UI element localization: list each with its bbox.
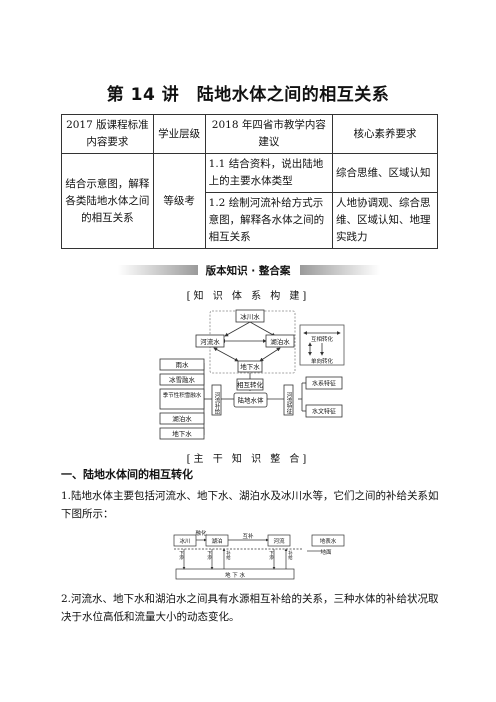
suggestion-cell: 1.2 绘制河流补给方式示意图，解释各水体之间的相互关系 (204, 192, 334, 249)
page-title: 第 14 讲 陆地水体之间的相互关系 (106, 85, 390, 105)
main-knowledge-heading: [主 干 知 识 整 合] (186, 454, 310, 465)
table-row: 结合示意图，解释各类陆地水体之间的相互关系 等级考 1.1 结合资料，说出陆地上… (61, 153, 438, 249)
section-banner: 版本知识 · 整合案 (205, 265, 291, 277)
left-item: 雨水 (176, 360, 190, 369)
literacy-cell: 综合思维、区域认知 (332, 153, 438, 193)
groundwater-node: 地下水 (240, 362, 260, 371)
banner-decoration (118, 265, 380, 275)
left-item: 湖泊水 (172, 414, 192, 423)
content-requirement-cell: 结合示意图，解释各类陆地水体之间的相互关系 (61, 153, 154, 249)
seep-label: 下渗 (269, 550, 274, 561)
mutual-label: 相互转化 (237, 380, 264, 389)
supply-diagram: 冰川 融化 湖泊 互补 河流 地表水 地面 地 下 水 下渗 下渗 补给 下渗 … (173, 529, 345, 580)
river-supply-label: 河流补给 (214, 391, 221, 416)
river-features-label: 河流特征 (286, 391, 293, 416)
supply-label: 补给 (288, 549, 293, 561)
river-node: 河流水 (200, 337, 220, 346)
header-cell: 学业层级 (152, 114, 206, 154)
seep-label: 下渗 (179, 550, 184, 561)
legend-one-way: 单向转化 (311, 357, 334, 365)
left-item: 地下水 (172, 429, 192, 438)
surface-water-box: 地表水 (320, 537, 337, 545)
underground-box: 地 下 水 (225, 571, 245, 579)
mutual-supply-label: 互补 (242, 532, 254, 540)
section-heading-1: 一、陆地水体间的相互转化 (61, 468, 193, 481)
supply-label: 补给 (226, 549, 231, 561)
knowledge-heading: [知 识 体 系 构 建] (186, 291, 310, 302)
legend-mutual: 互相转化 (311, 335, 334, 343)
left-item: 季节性积雪融水 (163, 391, 202, 399)
paragraph-2: 2.河流水、地下水和湖泊水之间具有水源相互补给的关系，三种水体的补给状况取决于水… (61, 593, 439, 623)
ground-label: 地面 (320, 548, 332, 556)
glacier-node: 冰川水 (240, 312, 260, 321)
melt-label: 融化 (195, 529, 207, 537)
suggestion-cell: 1.1 结合资料，说出陆地上的主要水体类型 (204, 153, 334, 193)
level-cell: 等级考 (152, 153, 206, 249)
lake-box: 湖泊 (211, 537, 222, 545)
header-cell: 2017 版课程标准内容要求 (61, 114, 154, 154)
header-cell: 2018 年四省市教学内容建议 (204, 114, 334, 154)
river-box: 河流 (273, 537, 285, 545)
lake-node: 湖泊水 (270, 337, 290, 346)
seep-label: 下渗 (207, 550, 212, 561)
center-node: 陆地水体 (238, 396, 265, 405)
header-cell: 核心素养要求 (332, 114, 438, 154)
left-item: 冰雪融水 (169, 375, 196, 384)
paragraph-1: 1.陆地水体主要包括河流水、地下水、湖泊水及冰川水等，它们之间的补给关系如下图所… (61, 490, 439, 520)
right-item: 水系特征 (312, 380, 336, 388)
knowledge-diagram: 冰川水 河流水 湖泊水 地下水 相互转化 陆地水体 互相转化 单向转化 雨水 冰… (159, 309, 345, 440)
table-header-row: 2017 版课程标准内容要求 学业层级 2018 年四省市教学内容建议 核心素养… (61, 114, 438, 154)
right-item: 水文特征 (312, 408, 336, 416)
literacy-cell: 人地协调观、综合思维、区域认知、地理实践力 (332, 192, 438, 249)
table-row: 1.2 绘制河流补给方式示意图，解释各水体之间的相互关系 人地协调观、综合思维、… (62, 192, 438, 249)
glacier-box: 冰川 (179, 537, 190, 545)
curriculum-table: 2017 版课程标准内容要求 学业层级 2018 年四省市教学内容建议 核心素养… (61, 114, 438, 249)
